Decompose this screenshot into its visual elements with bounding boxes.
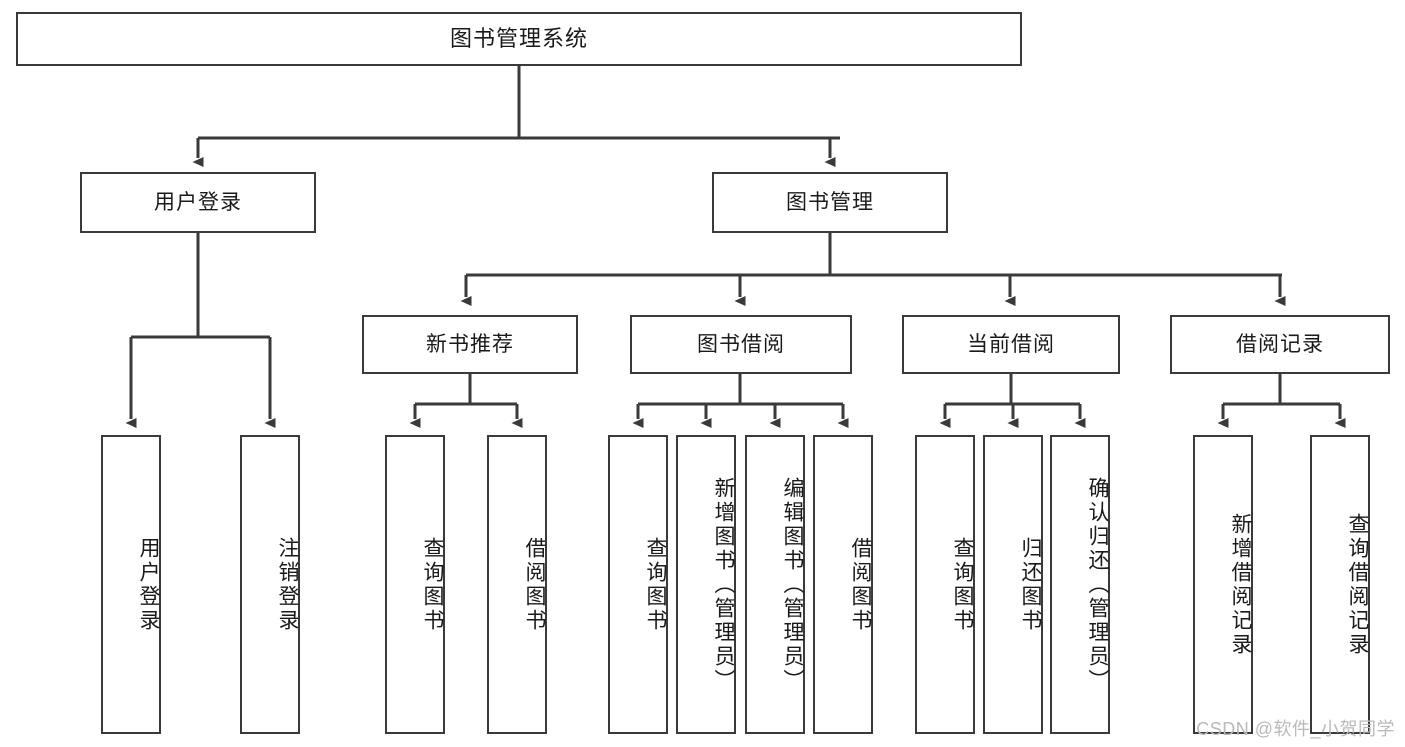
- node-label: 查询图书: [951, 536, 974, 633]
- node-label: 新增图书（管理员）: [712, 476, 735, 693]
- node-book-management[interactable]: 图书管理: [712, 172, 948, 233]
- node-book-borrow[interactable]: 图书借阅: [630, 315, 852, 374]
- node-user-login[interactable]: 用户登录: [80, 172, 316, 233]
- leaf-current-query-book[interactable]: 查询图书: [915, 435, 975, 734]
- node-label: 用户登录: [137, 536, 160, 633]
- watermark-csdn: CSDN @软件_小贺同学: [1196, 719, 1395, 739]
- leaf-current-confirm-return-admin[interactable]: 确认归还（管理员）: [1050, 435, 1110, 734]
- leaf-record-add-record[interactable]: 新增借阅记录: [1193, 435, 1253, 734]
- node-label: 查询图书: [421, 536, 444, 633]
- leaf-current-return-book[interactable]: 归还图书: [983, 435, 1043, 734]
- node-label: 图书管理: [786, 190, 874, 214]
- node-label: 借阅图书: [523, 536, 546, 633]
- leaf-record-query-record[interactable]: 查询借阅记录: [1310, 435, 1370, 734]
- leaf-recommend-borrow-book[interactable]: 借阅图书: [487, 435, 547, 734]
- node-label: 查询图书: [644, 536, 667, 633]
- node-label: 当前借阅: [967, 332, 1055, 356]
- node-label: 借阅图书: [849, 536, 872, 633]
- node-current-borrow[interactable]: 当前借阅: [902, 315, 1120, 374]
- node-label: 新增借阅记录: [1229, 512, 1252, 657]
- node-label: 图书借阅: [697, 332, 785, 356]
- node-label: 新书推荐: [426, 332, 514, 356]
- leaf-recommend-query-book[interactable]: 查询图书: [385, 435, 445, 734]
- leaf-user-login[interactable]: 用户登录: [101, 435, 161, 734]
- leaf-borrow-borrow-book[interactable]: 借阅图书: [813, 435, 873, 734]
- node-label: 查询借阅记录: [1346, 512, 1369, 657]
- leaf-borrow-add-book-admin[interactable]: 新增图书（管理员）: [676, 435, 736, 734]
- node-label: 归还图书: [1019, 536, 1042, 633]
- node-new-book-recommend[interactable]: 新书推荐: [362, 315, 578, 374]
- node-label: 借阅记录: [1236, 332, 1324, 356]
- node-label: 确认归还（管理员）: [1086, 476, 1109, 693]
- node-label: 用户登录: [154, 190, 242, 214]
- leaf-borrow-query-book[interactable]: 查询图书: [608, 435, 668, 734]
- node-label: 注销登录: [276, 536, 299, 633]
- node-label: 编辑图书（管理员）: [781, 476, 804, 693]
- node-borrow-record[interactable]: 借阅记录: [1170, 315, 1390, 374]
- node-root-book-management-system[interactable]: 图书管理系统: [16, 12, 1022, 66]
- leaf-borrow-edit-book-admin[interactable]: 编辑图书（管理员）: [745, 435, 805, 734]
- node-label: 图书管理系统: [449, 25, 588, 51]
- leaf-user-logout[interactable]: 注销登录: [240, 435, 300, 734]
